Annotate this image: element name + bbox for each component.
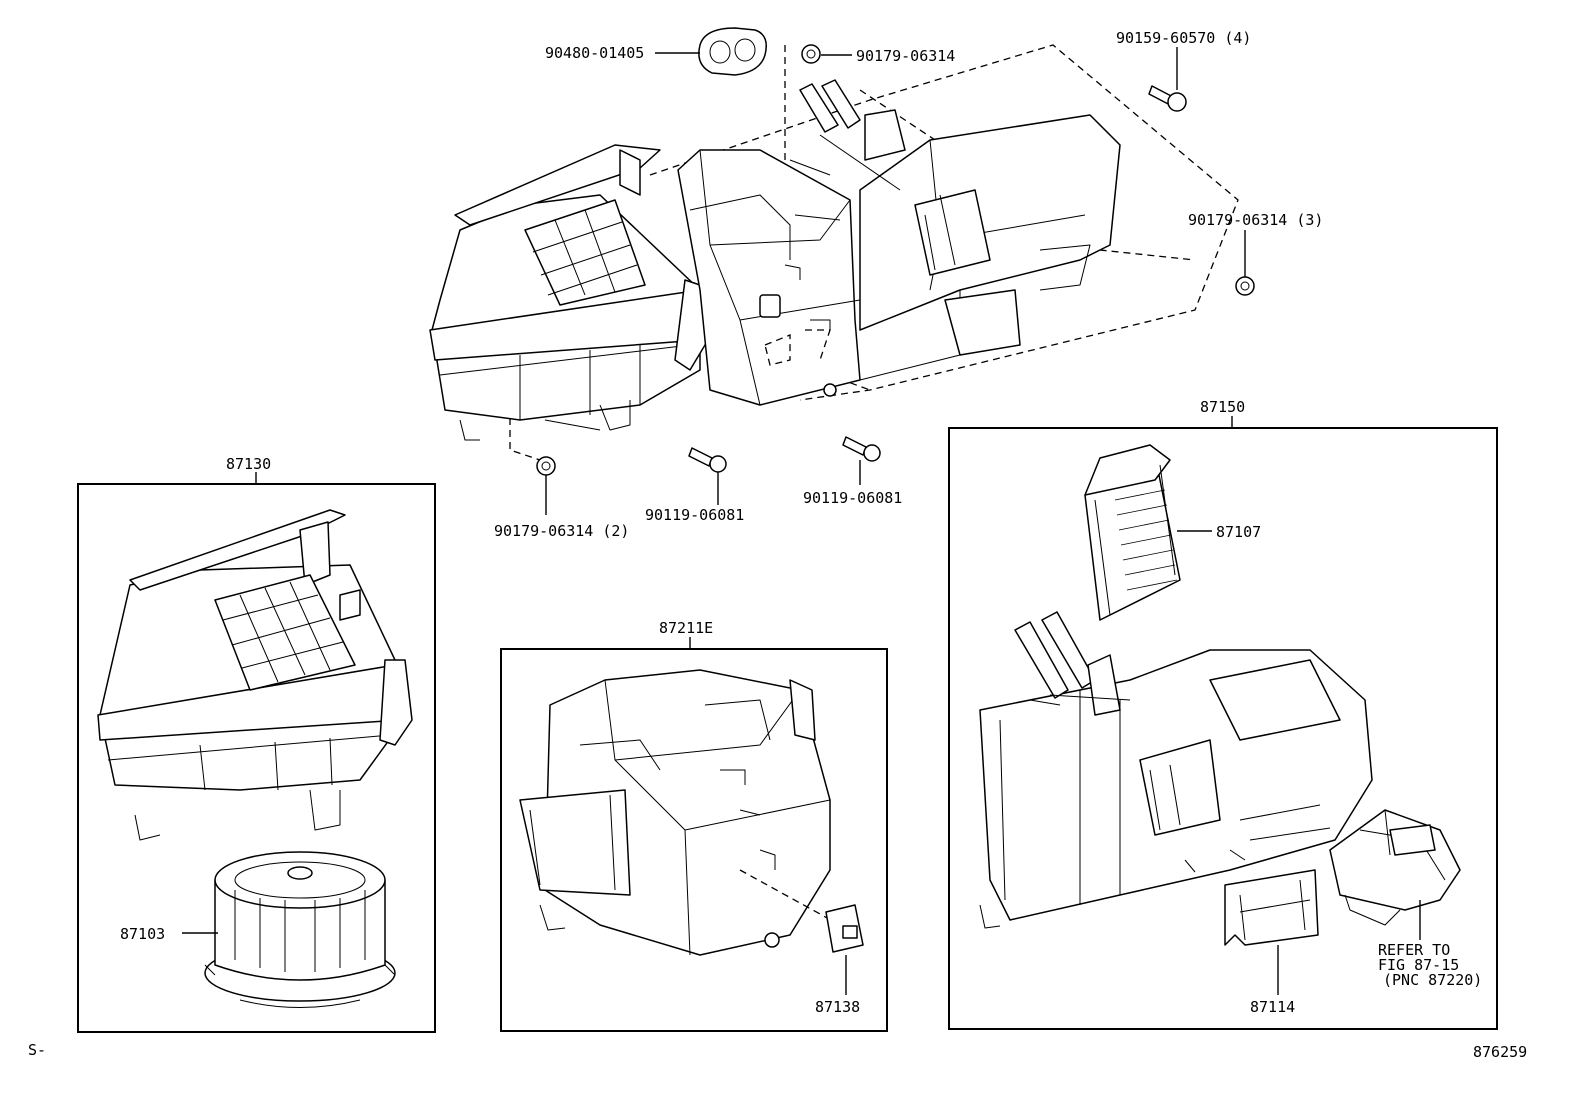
heater-core-87107 <box>1084 444 1181 621</box>
screw-90119-06081-b <box>842 436 881 462</box>
label-refer-line2: FIG 87-15 <box>1378 956 1459 974</box>
label-87211E: 87211E <box>659 619 713 637</box>
label-90480-01405: 90480-01405 <box>545 44 644 62</box>
label-87138: 87138 <box>815 998 860 1016</box>
bolt-90159-60570 <box>1148 85 1187 112</box>
resistor-87138 <box>825 904 864 953</box>
duct-reference-87220 <box>1329 809 1461 926</box>
label-90119-06081-b: 90119-06081 <box>803 489 902 507</box>
label-90159-60570: 90159-60570 (4) <box>1116 29 1251 47</box>
grommet-90480-01405 <box>698 27 767 76</box>
label-90179-06314-2: 90179-06314 (2) <box>494 522 629 540</box>
evaporator-case-87211E <box>519 669 841 956</box>
box-87211E <box>500 648 888 1032</box>
blower-case-87130 <box>97 509 413 841</box>
clip-90179-06314-top <box>801 44 821 64</box>
label-refer-line3: (PNC 87220) <box>1383 971 1482 989</box>
bracket-87114 <box>1224 869 1319 946</box>
label-87103: 87103 <box>120 925 165 943</box>
label-90119-06081-a: 90119-06081 <box>645 506 744 524</box>
label-90179-06314-3: 90179-06314 (3) <box>1188 211 1323 229</box>
heater-case-87150 <box>979 611 1373 929</box>
label-87130: 87130 <box>226 455 271 473</box>
label-87150: 87150 <box>1200 398 1245 416</box>
screw-90119-06081-a <box>688 447 727 473</box>
blower-motor-87103 <box>204 851 396 1008</box>
main-heater-assembly <box>429 44 1239 461</box>
diagram-id: 876259 <box>1473 1043 1527 1061</box>
label-refer-line1: REFER TO <box>1378 941 1450 959</box>
clip-90179-06314-left <box>536 456 556 476</box>
clip-90179-06314-right <box>1235 276 1255 296</box>
box-87150 <box>948 427 1498 1030</box>
label-87107: 87107 <box>1216 523 1261 541</box>
label-87114: 87114 <box>1250 998 1295 1016</box>
corner-mark: S- <box>28 1041 46 1059</box>
label-90179-06314-top: 90179-06314 <box>856 47 955 65</box>
